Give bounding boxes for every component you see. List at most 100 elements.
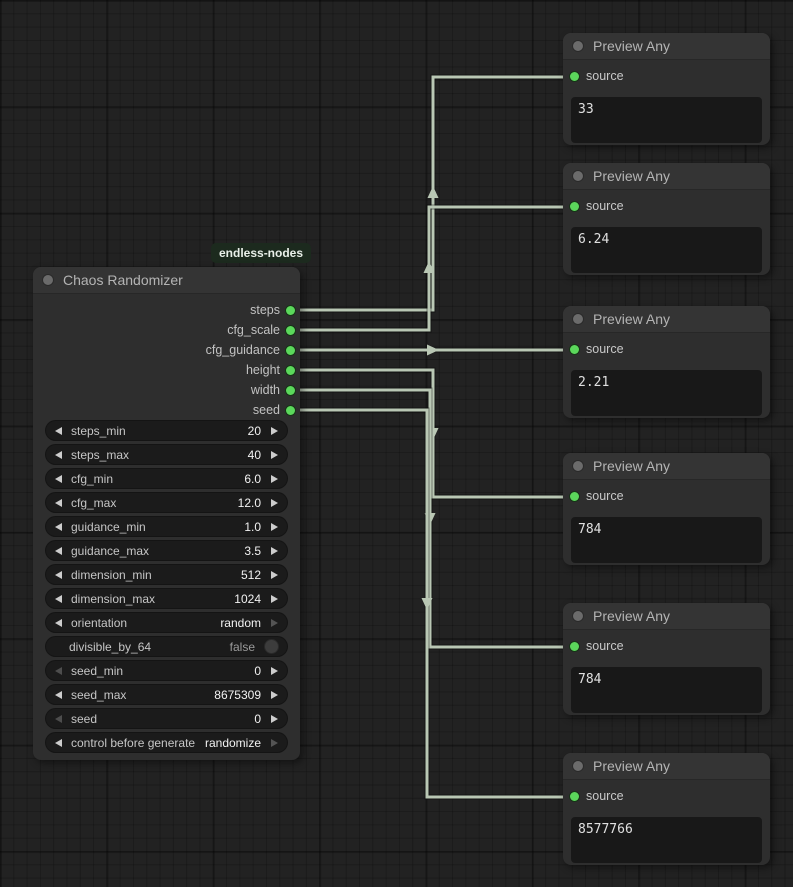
link-arrow-icon (427, 344, 439, 356)
output-socket-icon[interactable] (286, 345, 295, 355)
collapse-dot-icon[interactable] (573, 761, 583, 771)
preview-text-area[interactable]: 784 (571, 667, 762, 713)
decrement-arrow-icon[interactable] (55, 474, 62, 483)
widget-steps_max[interactable]: steps_max 40 (46, 445, 287, 464)
output-socket-icon[interactable] (286, 385, 295, 395)
preview-any-node-1[interactable]: Preview Any source 33 (563, 33, 770, 145)
preview-text-area[interactable]: 6.24 (571, 227, 762, 273)
node-titlebar[interactable]: Preview Any (563, 33, 770, 60)
input-source[interactable]: source (563, 636, 770, 656)
widget-cfg_max[interactable]: cfg_max 12.0 (46, 493, 287, 512)
input-source[interactable]: source (563, 196, 770, 216)
increment-arrow-icon[interactable] (271, 690, 278, 699)
decrement-arrow-icon[interactable] (55, 594, 62, 603)
input-source[interactable]: source (563, 66, 770, 86)
output-socket-icon[interactable] (286, 325, 295, 335)
output-socket-icon[interactable] (286, 405, 295, 415)
input-socket-icon[interactable] (570, 641, 579, 651)
collapse-dot-icon[interactable] (573, 41, 583, 51)
output-steps[interactable]: steps (33, 300, 300, 320)
decrement-arrow-icon[interactable] (55, 546, 62, 555)
widget-control_before_generate[interactable]: control before generate randomize (46, 733, 287, 752)
toggle-off-icon[interactable] (265, 640, 278, 653)
output-width[interactable]: width (33, 380, 300, 400)
collapse-dot-icon[interactable] (573, 461, 583, 471)
increment-arrow-icon[interactable] (271, 522, 278, 531)
increment-arrow-icon[interactable] (271, 594, 278, 603)
node-titlebar[interactable]: Preview Any (563, 306, 770, 333)
output-cfg_guidance[interactable]: cfg_guidance (33, 340, 300, 360)
collapse-dot-icon[interactable] (573, 611, 583, 621)
widget-dimension_max[interactable]: dimension_max 1024 (46, 589, 287, 608)
widget-guidance_max[interactable]: guidance_max 3.5 (46, 541, 287, 560)
preview-any-node-2[interactable]: Preview Any source 6.24 (563, 163, 770, 275)
widget-dimension_min[interactable]: dimension_min 512 (46, 565, 287, 584)
input-source[interactable]: source (563, 486, 770, 506)
output-socket-icon[interactable] (286, 365, 295, 375)
widget-seed_min[interactable]: seed_min 0 (46, 661, 287, 680)
decrement-arrow-icon[interactable] (55, 522, 62, 531)
node-source-badge: endless-nodes (211, 243, 312, 263)
decrement-arrow-icon[interactable] (55, 690, 62, 699)
preview-text-area[interactable]: 33 (571, 97, 762, 143)
increment-arrow-icon[interactable] (271, 714, 278, 723)
input-source[interactable]: source (563, 339, 770, 359)
next-option-arrow-icon[interactable] (271, 738, 278, 747)
input-socket-icon[interactable] (570, 491, 579, 501)
increment-arrow-icon[interactable] (271, 666, 278, 675)
prev-option-arrow-icon[interactable] (55, 738, 62, 747)
decrement-arrow-icon[interactable] (55, 666, 62, 675)
collapse-dot-icon[interactable] (573, 171, 583, 181)
preview-any-node-6[interactable]: Preview Any source 8577766 (563, 753, 770, 865)
preview-any-node-4[interactable]: Preview Any source 784 (563, 453, 770, 565)
input-socket-icon[interactable] (570, 791, 579, 801)
preview-text-area[interactable]: 784 (571, 517, 762, 563)
widget-seed[interactable]: seed 0 (46, 709, 287, 728)
node-titlebar[interactable]: Chaos Randomizer (33, 267, 300, 294)
collapse-dot-icon[interactable] (43, 275, 53, 285)
increment-arrow-icon[interactable] (271, 570, 278, 579)
increment-arrow-icon[interactable] (271, 474, 278, 483)
decrement-arrow-icon[interactable] (55, 570, 62, 579)
link-arrow-icon (424, 513, 436, 525)
output-slots: steps cfg_scale cfg_guidance height widt… (33, 300, 300, 420)
input-socket-icon[interactable] (570, 201, 579, 211)
widget-steps_min[interactable]: steps_min 20 (46, 421, 287, 440)
node-titlebar[interactable]: Preview Any (563, 163, 770, 190)
chaos-randomizer-node[interactable]: Chaos Randomizer steps cfg_scale cfg_gui… (33, 267, 300, 760)
widget-seed_max[interactable]: seed_max 8675309 (46, 685, 287, 704)
next-option-arrow-icon[interactable] (271, 618, 278, 627)
preview-text-area[interactable]: 8577766 (571, 817, 762, 863)
input-source[interactable]: source (563, 786, 770, 806)
collapse-dot-icon[interactable] (573, 314, 583, 324)
output-cfg_scale[interactable]: cfg_scale (33, 320, 300, 340)
widget-cfg_min[interactable]: cfg_min 6.0 (46, 469, 287, 488)
decrement-arrow-icon[interactable] (55, 450, 62, 459)
node-titlebar[interactable]: Preview Any (563, 753, 770, 780)
increment-arrow-icon[interactable] (271, 498, 278, 507)
increment-arrow-icon[interactable] (271, 450, 278, 459)
preview-any-node-5[interactable]: Preview Any source 784 (563, 603, 770, 715)
link-height (294, 368, 566, 499)
output-height[interactable]: height (33, 360, 300, 380)
widget-orientation[interactable]: orientation random (46, 613, 287, 632)
preview-text-area[interactable]: 2.21 (571, 370, 762, 416)
output-socket-icon[interactable] (286, 305, 295, 315)
input-socket-icon[interactable] (570, 71, 579, 81)
widget-divisible_by_64[interactable]: divisible_by_64 false (46, 637, 287, 656)
widget-guidance_min[interactable]: guidance_min 1.0 (46, 517, 287, 536)
output-seed[interactable]: seed (33, 400, 300, 420)
decrement-arrow-icon[interactable] (55, 426, 62, 435)
link-arrow-icon (427, 186, 439, 198)
node-titlebar[interactable]: Preview Any (563, 603, 770, 630)
node-title: Preview Any (593, 38, 671, 54)
preview-any-node-3[interactable]: Preview Any source 2.21 (563, 306, 770, 418)
increment-arrow-icon[interactable] (271, 546, 278, 555)
decrement-arrow-icon[interactable] (55, 714, 62, 723)
node-titlebar[interactable]: Preview Any (563, 453, 770, 480)
decrement-arrow-icon[interactable] (55, 498, 62, 507)
prev-option-arrow-icon[interactable] (55, 618, 62, 627)
input-socket-icon[interactable] (570, 344, 579, 354)
increment-arrow-icon[interactable] (271, 426, 278, 435)
node-title: Preview Any (593, 608, 671, 624)
